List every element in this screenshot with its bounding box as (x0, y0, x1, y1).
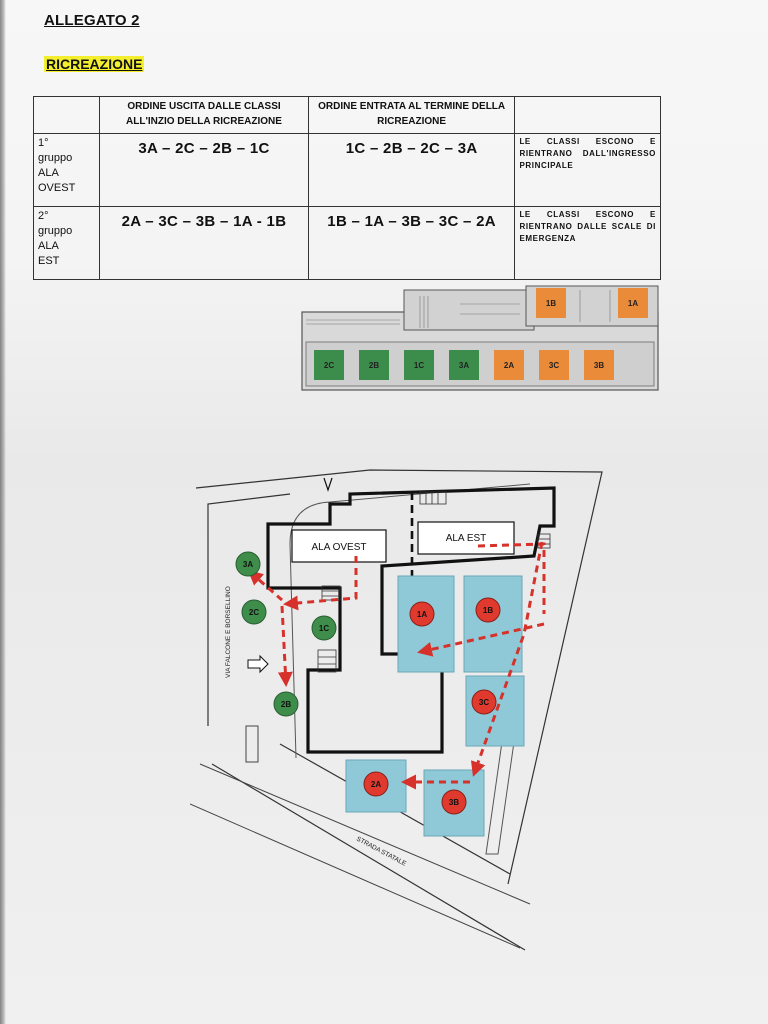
room-2A (494, 350, 524, 380)
group-number: 2° (38, 210, 49, 222)
header-entry-order: ORDINE ENTRATA AL TERMINE DELLA RICREAZI… (307, 96, 516, 134)
room-label-3B: 3B (594, 361, 604, 370)
group-wing: OVEST (38, 182, 76, 194)
header-cell-empty (32, 96, 101, 134)
point-label-2B: 2B (281, 700, 291, 709)
label-ala-est: ALA EST (446, 533, 487, 544)
group-cell: 1° gruppo ALA OVEST (32, 133, 101, 207)
room-label-1C: 1C (414, 361, 424, 370)
group-word: gruppo (38, 225, 73, 237)
point-label-3B: 3B (449, 798, 459, 807)
page-shadow (0, 0, 6, 1024)
group-word: gruppo (38, 152, 73, 164)
point-label-3A: 3A (243, 560, 253, 569)
room-label-2A: 2A (504, 361, 514, 370)
room-label-1B: 1B (546, 299, 556, 308)
point-3C (471, 689, 497, 715)
entry-order-cell: 1B – 1A – 3B – 3C – 2A (307, 206, 516, 280)
site-map: ALA OVEST ALA EST (190, 469, 603, 951)
room-1B (536, 288, 566, 318)
group-ala: ALA (38, 240, 59, 252)
point-3A (235, 551, 261, 577)
point-2C (241, 599, 267, 625)
document-title: ALLEGATO 2 (44, 12, 140, 29)
group-wing: EST (38, 255, 60, 267)
room-3B (584, 350, 614, 380)
point-label-2C: 2C (249, 608, 259, 617)
room-2B (359, 350, 389, 380)
room-1C (404, 350, 434, 380)
room-label-2B: 2B (369, 361, 379, 370)
exit-order-cell: 2A – 3C – 3B – 1A - 1B (99, 206, 309, 280)
room-label-3C: 3C (549, 361, 559, 370)
header-cell-note (514, 96, 661, 134)
table-row: 2° gruppo ALA EST 2A – 3C – 3B – 1A - 1B… (32, 206, 661, 280)
point-3B (441, 789, 467, 815)
label-via: VIA FALCONE E BORSELLINO (225, 586, 232, 678)
table-row: 1° gruppo ALA OVEST 3A – 2C – 2B – 1C 1C… (32, 133, 661, 207)
point-1A (409, 601, 435, 627)
note-cell: LE CLASSI ESCONO E RIENTRANO DALL'INGRES… (514, 133, 661, 207)
group-cell: 2° gruppo ALA EST (32, 206, 101, 280)
room-2C (314, 350, 344, 380)
group-ala: ALA (38, 167, 59, 179)
table-header-row: ORDINE USCITA DALLE CLASSI ALL'INZIO DEL… (32, 96, 661, 134)
schedule-table: ORDINE USCITA DALLE CLASSI ALL'INZIO DEL… (32, 96, 661, 280)
point-1C (311, 615, 337, 641)
group-number: 1° (38, 137, 49, 149)
floor-plan: 2C 2B 1C 3A 2A 3C 3B 1B 1A (301, 285, 659, 391)
room-label-1A: 1A (628, 299, 638, 308)
room-label-2C: 2C (324, 361, 334, 370)
point-2A (363, 771, 389, 797)
exit-order-cell: 3A – 2C – 2B – 1C (99, 133, 309, 207)
point-label-1A: 1A (417, 610, 427, 619)
room-1A (618, 288, 648, 318)
point-2B (273, 691, 299, 717)
point-1B (475, 597, 501, 623)
room-label-3A: 3A (459, 361, 469, 370)
entry-order-cell: 1C – 2B – 2C – 3A (307, 133, 516, 207)
point-label-3C: 3C (479, 698, 489, 707)
note-cell: LE CLASSI ESCONO E RIENTRANO DALLE SCALE… (514, 206, 661, 280)
point-label-2A: 2A (371, 780, 381, 789)
header-exit-order: ORDINE USCITA DALLE CLASSI ALL'INZIO DEL… (99, 96, 309, 134)
point-label-1C: 1C (319, 624, 329, 633)
section-subtitle: RICREAZIONE (44, 56, 145, 72)
point-label-1B: 1B (483, 606, 493, 615)
room-3A (449, 350, 479, 380)
label-ala-ovest: ALA OVEST (311, 542, 366, 553)
room-3C (539, 350, 569, 380)
